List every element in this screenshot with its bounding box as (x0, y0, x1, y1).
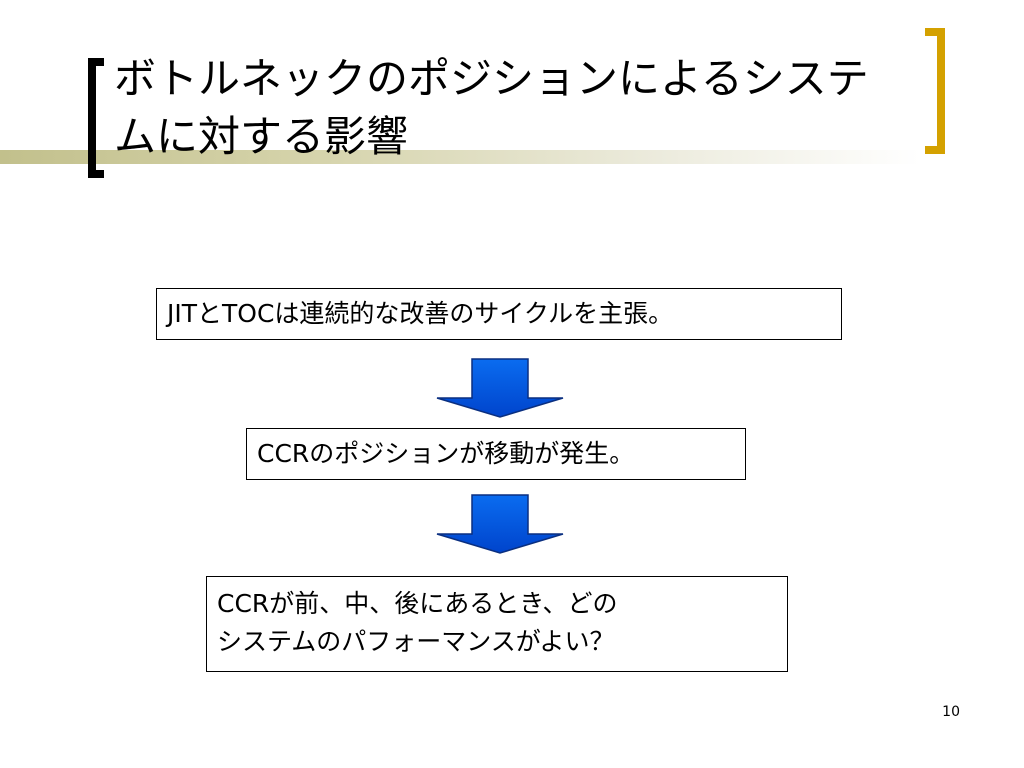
title-underline-bar (0, 150, 920, 164)
slide-title: ボトルネックのポジションによるシステムに対する影響 (114, 54, 869, 161)
page-number: 10 (942, 704, 960, 720)
right-bracket-icon (925, 28, 945, 154)
left-bracket-icon (88, 58, 104, 178)
down-arrow-icon (436, 494, 564, 554)
step-box-2: CCRのポジションが移動が発生。 (246, 428, 746, 480)
down-arrow-icon (436, 358, 564, 418)
step-box-3: CCRが前、中、後にあるとき、どの システムのパフォーマンスがよい？ (206, 576, 788, 672)
step-box-1: JITとTOCは連続的な改善のサイクルを主張。 (156, 288, 842, 340)
